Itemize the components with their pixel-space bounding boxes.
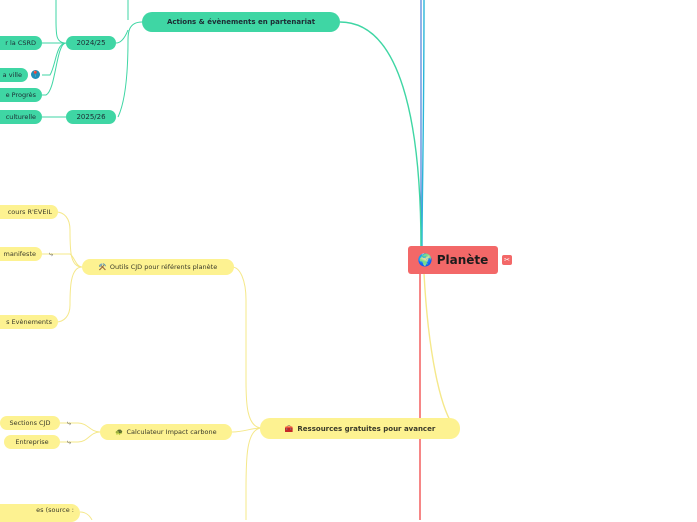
line-2024-progres [42, 42, 67, 96]
subbranch-calculateur[interactable]: 🐢 Calculateur Impact carbone [100, 424, 232, 440]
line-ressources-down [245, 427, 263, 520]
line-root-partenariat [339, 21, 422, 249]
line-root-ressources [423, 272, 456, 429]
line-to-2024 [115, 29, 129, 44]
topic-evenements[interactable]: s Evènements [0, 315, 58, 329]
root-label: Planète [436, 253, 489, 267]
topic-entreprise[interactable]: Entreprise [4, 435, 60, 449]
location-pin-icon[interactable]: 📍 [31, 70, 40, 79]
topic-progres[interactable]: e Progrès [0, 88, 42, 102]
line-ressources-outils [231, 266, 263, 429]
branch-ressources[interactable]: 🧰 Ressources gratuites pour avancer [260, 418, 460, 439]
topic-manifeste[interactable]: manifeste [0, 247, 42, 261]
line-calc-sections [60, 422, 101, 433]
branch-partenariat[interactable]: Actions & évènements en partenariat [142, 12, 340, 32]
link-icon[interactable]: ⤷ [49, 249, 53, 258]
outils-label: Outils CJD pour référents planète [109, 263, 218, 271]
calculateur-label: Calculateur Impact carbone [126, 428, 217, 436]
subbranch-outils[interactable]: ⚒️ Outils CJD pour référents planète [82, 259, 234, 275]
topic-source-cut[interactable]: es (source : [0, 504, 80, 522]
topic-csrd[interactable]: r la CSRD [0, 36, 42, 50]
hammer-pick-icon: ⚒️ [98, 263, 107, 271]
topic-reveil[interactable]: cours R'EVEIL [0, 205, 58, 219]
line-outils-evenements [55, 266, 83, 323]
globe-icon: 🌍 [417, 253, 433, 267]
ressources-label: Ressources gratuites pour avancer [297, 424, 436, 433]
scissors-icon[interactable]: ✂ [502, 255, 512, 265]
year-2024[interactable]: 2024/25 [66, 36, 116, 50]
toolbox-icon: 🧰 [284, 424, 294, 433]
line-2024-children [55, 0, 67, 44]
line-partenariat-years [117, 21, 143, 118]
line-outils-manifeste [42, 253, 83, 268]
topic-sections-cjd[interactable]: Sections CJD [0, 416, 60, 430]
turtle-icon: 🐢 [115, 428, 124, 436]
line-cyan-up [421, 0, 425, 249]
link-icon[interactable]: ⤷ [67, 437, 71, 446]
root-node-planete[interactable]: 🌍 Planète [408, 246, 498, 274]
line-calc-entreprise [60, 431, 101, 443]
link-icon[interactable]: ⤷ [67, 418, 71, 427]
year-2025[interactable]: 2025/26 [66, 110, 116, 124]
line-2024-ville [42, 42, 67, 76]
line-bottom-source [79, 511, 93, 520]
topic-ville[interactable]: a ville [0, 68, 28, 82]
line-outils-children [55, 211, 83, 268]
topic-culturelle[interactable]: culturelle [0, 110, 42, 124]
